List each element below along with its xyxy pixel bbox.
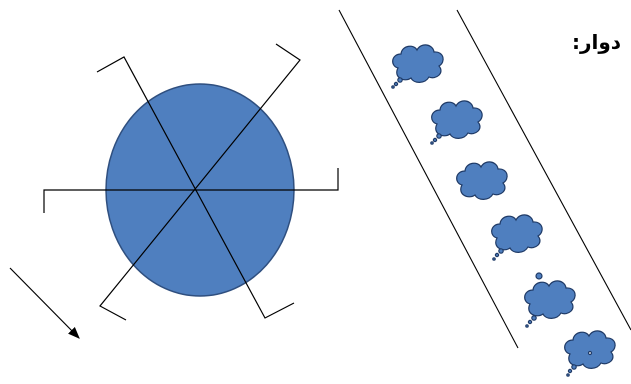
cloud-1 xyxy=(392,45,443,88)
cloud-2 xyxy=(431,101,482,144)
falling-drop xyxy=(536,273,542,279)
cloud-4 xyxy=(492,215,542,260)
diagram-caption: دوار: xyxy=(572,30,621,54)
cloud-3 xyxy=(457,162,507,199)
cloud-5 xyxy=(525,281,575,327)
cloud-6 xyxy=(565,331,615,376)
rotation-arrow xyxy=(10,268,79,338)
